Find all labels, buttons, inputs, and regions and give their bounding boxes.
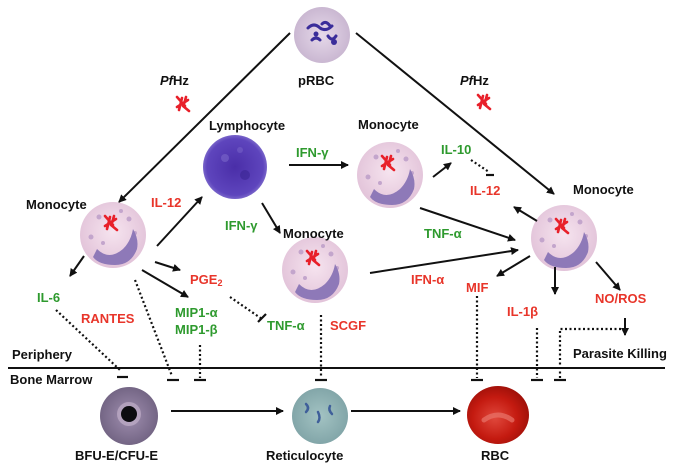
arrow-to-il6: [69, 255, 85, 277]
arrow-monocyte-center-to-right: [369, 247, 519, 274]
prbc-label: pRBC: [298, 73, 335, 88]
mip1a-label: MIP1-α: [175, 305, 218, 320]
il10-inhibition-line: [470, 159, 490, 173]
hemozoin-right-icon: [476, 93, 492, 111]
parasite-killing-inhibition-line: [558, 327, 623, 378]
monocyte-top-center-label: Monocyte: [358, 117, 419, 132]
periphery-label: Periphery: [12, 347, 72, 362]
lymphocyte-label: Lymphocyte: [209, 118, 286, 133]
prbc-cell-image: [294, 7, 350, 63]
monocyte-top-center-cell-image: [357, 142, 423, 208]
arrow-to-il12-right: [513, 206, 538, 222]
no-ros-label: NO/ROS: [595, 291, 647, 306]
monocyte-center-cell-image: [282, 237, 348, 303]
pge2-main: PGE: [190, 272, 218, 287]
pfhz-right-rest: Hz: [473, 73, 489, 88]
monocyte-right-cell-image: [531, 205, 597, 271]
bone-marrow-label: Bone Marrow: [10, 372, 93, 387]
arrow-to-pge2: [154, 261, 181, 272]
rbc-cell-image: [467, 386, 529, 444]
inhibition-bars: [117, 173, 566, 382]
pfhz-left-label: PfHz: [160, 73, 189, 88]
monocyte-left-label: Monocyte: [26, 197, 87, 212]
tnfa-mid-label: TNF-α: [424, 226, 462, 241]
arrow-to-no-ros: [595, 261, 621, 291]
arrow-monocyte-to-monocyte-right: [419, 207, 516, 242]
lymphocyte-cell-image: [203, 135, 267, 199]
rantes-label: RANTES: [81, 311, 135, 326]
pfhz-left-italic: Pf: [160, 73, 173, 88]
il10-label: IL-10: [441, 142, 472, 157]
monocyte-center-label: Monocyte: [283, 226, 344, 241]
il1b-label: IL-1β: [507, 304, 539, 319]
reticulocyte-label: Reticulocyte: [266, 448, 344, 463]
pge2-subscript: 2: [217, 278, 223, 288]
pge2-label: PGE2: [190, 272, 222, 291]
arrow-prbc-to-monocyte-right: [355, 32, 555, 195]
parasite-killing-label: Parasite Killing: [573, 346, 667, 361]
reticulocyte-cell-image: [292, 388, 348, 444]
pge2-inhibition-line: [229, 296, 263, 320]
bfu-e-cfu-e-cell-image: [100, 387, 158, 445]
monocyte-right-label: Monocyte: [573, 182, 634, 197]
monocyte-left-cell-image: [80, 202, 146, 268]
mif-label: MIF: [466, 280, 489, 295]
pfhz-left-rest: Hz: [173, 73, 189, 88]
arrow-lymphocyte-to-monocyte-center: [261, 202, 281, 234]
arrow-to-il10: [432, 162, 452, 178]
ifna-label: IFN-α: [411, 272, 445, 287]
ifng-down-label: IFN-γ: [225, 218, 258, 233]
il12-left-label: IL-12: [151, 195, 182, 210]
hemozoin-left-icon: [175, 95, 191, 113]
rantes-inhibition-line: [133, 279, 174, 377]
bfu-e-cfu-e-label: BFU-E/CFU-E: [75, 448, 159, 463]
rbc-label: RBC: [481, 448, 510, 463]
tnfa-low-label: TNF-α: [267, 318, 305, 333]
inhibition-lines: [55, 159, 623, 378]
arrow-to-mif: [496, 255, 531, 277]
mip1b-label: MIP1-β: [175, 322, 218, 337]
activation-arrows: [69, 32, 629, 415]
pfhz-right-italic: Pf: [460, 73, 473, 88]
il12-right-label: IL-12: [470, 183, 501, 198]
ifng-top-label: IFN-γ: [296, 145, 329, 160]
il6-inhibition-line: [55, 309, 121, 371]
scgf-label: SCGF: [330, 318, 367, 333]
arrow-to-mip1: [141, 269, 189, 298]
pfhz-right-label: PfHz: [460, 73, 489, 88]
il6-label: IL-6: [37, 290, 61, 305]
arrow-prbc-to-monocyte-left: [118, 32, 291, 203]
arrow-monocyte-to-lymphocyte: [156, 196, 203, 247]
